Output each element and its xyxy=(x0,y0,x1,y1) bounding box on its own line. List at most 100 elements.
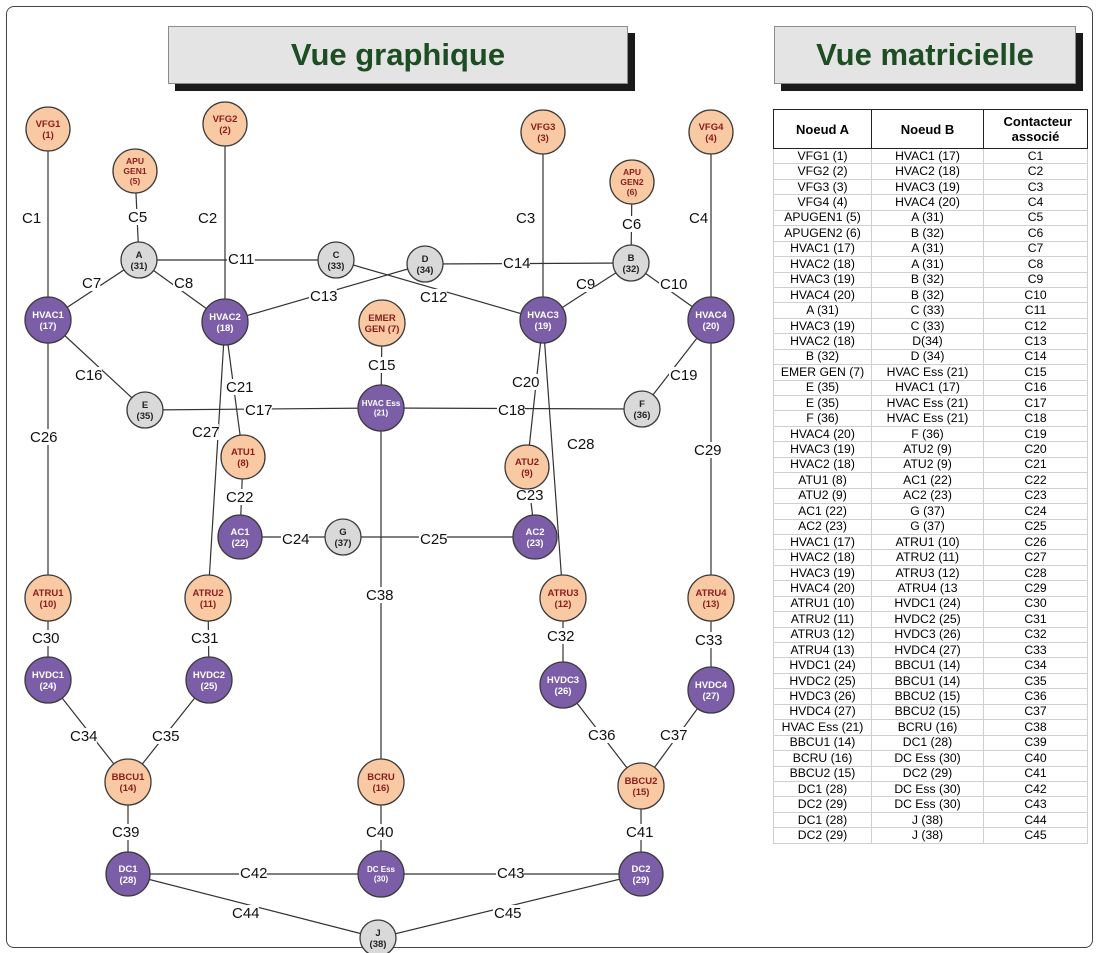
node-label-line: (10) xyxy=(40,599,57,610)
cell-contactor: C20 xyxy=(983,441,1088,458)
cell-node-b: ATRU3 (12) xyxy=(871,564,984,582)
table-row: ATRU4 (13)HVDC4 (27)C33 xyxy=(773,641,1088,659)
node-circle xyxy=(24,656,72,704)
node-circle xyxy=(357,850,405,898)
node-label-line: ATRU4 xyxy=(696,588,728,599)
edge-label-c14: C14 xyxy=(503,255,531,272)
edge-label-bg xyxy=(81,275,101,291)
cell-contactor: C14 xyxy=(983,348,1088,366)
cell-node-a: HVAC1 (17) xyxy=(773,240,872,258)
node-label-line: (25) xyxy=(201,681,218,692)
edge-label-c12: C12 xyxy=(420,289,448,306)
edge-label-bg xyxy=(566,436,594,452)
table-row: A (31)C (33)C11 xyxy=(773,302,1088,319)
cell-node-a: HVAC3 (19) xyxy=(773,441,872,458)
edge-label-bg xyxy=(111,824,139,840)
edge-label-bg xyxy=(239,865,267,881)
edge-label-bg xyxy=(659,276,687,292)
cell-node-a: EMER GEN (7) xyxy=(773,364,872,381)
node-circle xyxy=(687,666,735,714)
table-row: AC1 (22)G (37)C24 xyxy=(773,503,1088,520)
edge-label-c21: C21 xyxy=(226,379,254,396)
cell-node-a: HVAC2 (18) xyxy=(773,256,872,273)
node-circle xyxy=(623,390,661,428)
node-label-line: HVAC1 xyxy=(32,310,64,321)
edge-label-bg xyxy=(502,255,530,271)
cell-node-b: DC2 (29) xyxy=(871,765,984,782)
node-label-line: ATU1 xyxy=(231,447,256,458)
node-label-line: (8) xyxy=(237,458,249,469)
cell-node-b: HVAC4 (20) xyxy=(871,194,984,211)
node-label-line: (31) xyxy=(131,261,148,272)
node-circle xyxy=(358,299,406,347)
node-label-line: (24) xyxy=(40,681,57,692)
node-label-line: ATRU1 xyxy=(33,588,65,599)
cell-node-b: DC Ess (30) xyxy=(871,750,984,767)
cell-node-b: D (34) xyxy=(871,348,984,366)
node-label-line: HVDC1 xyxy=(32,670,65,681)
cell-contactor: C11 xyxy=(983,302,1088,319)
edge-label-c35: C35 xyxy=(152,728,180,745)
cell-contactor: C41 xyxy=(983,765,1088,782)
node-circle xyxy=(201,298,249,346)
edge-label-bg xyxy=(29,429,57,445)
cell-node-b: BBCU1 (14) xyxy=(871,672,984,690)
nodes-layer: VFG1(1)VFG2(2)VFG3(3)VFG4(4)APUGEN1(5)AP… xyxy=(24,101,735,953)
edge-label-c42: C42 xyxy=(240,865,268,882)
node-label-line: DC2 xyxy=(631,864,650,875)
node-label-line: E xyxy=(142,400,148,411)
table-row: ATRU3 (12)HVDC3 (26)C32 xyxy=(773,626,1088,644)
node-label-line: HVAC2 xyxy=(209,312,241,323)
matrix-view-title: Vue matricielle xyxy=(774,26,1076,84)
edge-label-c30: C30 xyxy=(32,630,60,647)
edge-label-c40: C40 xyxy=(366,824,394,841)
node-label-line: (35) xyxy=(137,411,154,422)
node-apugen1: APUGEN1(5) xyxy=(112,148,158,194)
cell-contactor: C29 xyxy=(983,580,1088,597)
cell-contactor: C39 xyxy=(983,734,1088,752)
cell-contactor: C33 xyxy=(983,641,1088,659)
node-label-line: (17) xyxy=(40,321,57,332)
table-row: ATU1 (8)AC1 (22)C22 xyxy=(773,472,1088,489)
cell-contactor: C45 xyxy=(983,827,1088,844)
cell-node-a: HVAC4 (20) xyxy=(773,286,872,304)
cell-node-b: HVDC3 (26) xyxy=(871,626,984,644)
edge-label-c23: C23 xyxy=(516,487,544,504)
cell-node-a: HVAC3 (19) xyxy=(773,271,872,288)
node-label-line: (20) xyxy=(703,321,720,332)
table-row: HVAC2 (18)ATRU2 (11)C27 xyxy=(773,549,1088,566)
node-vfg4: VFG4(4) xyxy=(688,109,734,155)
node-bbcu1: BBCU1(14) xyxy=(104,758,152,806)
node-hvdc2: HVDC2(25) xyxy=(185,656,233,704)
cell-node-b: DC Ess (30) xyxy=(871,780,984,798)
cell-node-a: VFG3 (3) xyxy=(773,178,872,196)
node-label-line: GEN (7) xyxy=(365,324,400,335)
edge-label-c6: C6 xyxy=(622,216,641,233)
cell-node-b: DC1 (28) xyxy=(871,734,984,752)
edge-label-bg xyxy=(127,209,147,225)
cell-node-b: ATU2 (9) xyxy=(871,441,984,458)
cell-contactor: C43 xyxy=(983,796,1088,813)
node-label-line: ATRU3 xyxy=(548,588,579,599)
cell-node-b: HVDC1 (24) xyxy=(871,595,984,613)
edge-label-c32: C32 xyxy=(547,628,575,645)
table-row: VFG1 (1)HVAC1 (17)C1 xyxy=(773,147,1088,165)
table-row: HVAC3 (19)B (32)C9 xyxy=(773,271,1088,288)
node-label-line: (6) xyxy=(627,187,638,197)
cell-node-a: DC1 (28) xyxy=(773,811,872,829)
cell-node-b: AC1 (22) xyxy=(871,472,984,489)
cell-contactor: C26 xyxy=(983,533,1088,551)
edge-label-bg xyxy=(191,424,219,440)
table-row: VFG3 (3)HVAC3 (19)C3 xyxy=(773,178,1088,196)
cell-contactor: C22 xyxy=(983,472,1088,489)
cell-node-b: G (37) xyxy=(871,518,984,535)
edge-label-c3: C3 xyxy=(516,210,535,227)
node-circle xyxy=(612,244,650,282)
table-row: BBCU1 (14)DC1 (28)C39 xyxy=(773,734,1088,752)
node-circle xyxy=(539,574,587,622)
edge-label-c16: C16 xyxy=(75,367,103,384)
node-circle xyxy=(519,296,567,344)
node-hvdc1: HVDC1(24) xyxy=(24,656,72,704)
cell-node-a: HVDC2 (25) xyxy=(773,672,872,690)
